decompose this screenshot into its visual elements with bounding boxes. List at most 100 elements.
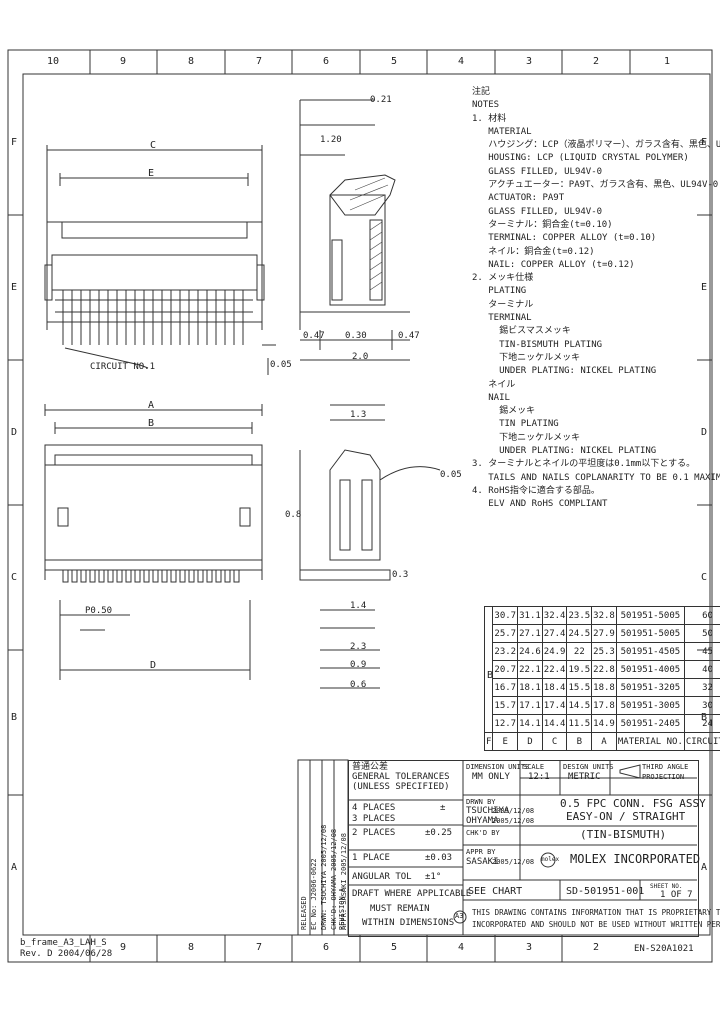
title-line-1: 0.5 FPC CONN. FSG ASSY	[560, 797, 706, 810]
tol-pm: ±	[440, 803, 446, 813]
dim-label: 2.3	[350, 642, 367, 652]
drwn-name: TSUCHIYA	[466, 806, 510, 816]
chart-header-cell: F	[483, 732, 494, 751]
draft-note: DRAFT WHERE APPLICABLE	[352, 889, 472, 899]
revision-entry: CHK'D: OHYAMA 2005/12/08	[330, 828, 338, 930]
row-label-left: E	[11, 282, 18, 293]
tol-025: ±0.25	[425, 828, 453, 838]
note-line: UNDER PLATING: NICKEL PLATING	[472, 446, 657, 457]
appr-label: APPR BY	[466, 848, 496, 856]
three-places: 3 PLACES	[352, 814, 396, 824]
format-size: A3	[455, 912, 464, 920]
circuit-no1-label: CIRCUIT NO.1	[90, 362, 156, 372]
within-dims: WITHIN DIMENSIONS	[362, 918, 455, 928]
frame-name: b_frame_A3_LAH_S	[20, 938, 107, 948]
dim-label-e: E	[148, 168, 155, 179]
sheet-label: SHEET NO.	[650, 883, 683, 890]
drwn-label: DRWN BY	[466, 798, 496, 806]
row-label-right: D	[701, 427, 708, 438]
note-line: GLASS FILLED, UL94V-0	[472, 206, 603, 217]
note-line: TIN-BISMUTH PLATING	[472, 339, 603, 350]
note-line: GLASS FILLED, UL94V-0	[472, 166, 603, 177]
note-line: 3. ターミナルとネイルの平坦度は0.1mm以下とする。	[472, 459, 696, 470]
note-line: アクチュエーター：PA9T、ガラス含有、黒色、UL94V-0	[472, 180, 719, 191]
chart-side-label: B	[487, 670, 494, 681]
tol-003: ±0.03	[425, 853, 453, 863]
sheet-number: 1 OF 7	[660, 890, 693, 900]
dim-label: 0.9	[350, 660, 367, 670]
note-line: NOTES	[472, 100, 500, 111]
dim-label: 2.0	[352, 352, 369, 362]
note-line: TERMINAL: COPPER ALLOY (t=0.10)	[472, 233, 657, 244]
dim-units: MM ONLY	[472, 772, 510, 782]
col-label-top: 4	[458, 56, 465, 67]
dim-units-label: DIMENSION UNITS	[466, 763, 530, 771]
col-label-bottom: 2	[593, 942, 600, 953]
unless-specified: (UNLESS SPECIFIED)	[352, 782, 450, 792]
note-line: TERMINAL	[472, 313, 532, 324]
row-label-left: B	[11, 712, 18, 723]
row-label-left: D	[11, 427, 18, 438]
dim-label: 0.47	[398, 331, 420, 341]
appr-date: 2005/12/08	[492, 858, 535, 866]
row-label-right: C	[701, 572, 708, 583]
design-units-label: DESIGN UNITS	[563, 763, 614, 771]
appr-name: SASAKI	[466, 857, 499, 867]
col-label-top: 7	[256, 56, 263, 67]
note-line: 錫メッキ	[472, 406, 536, 417]
row-label-left: F	[11, 137, 18, 148]
note-line: ACTUATOR: PA9T	[472, 193, 565, 204]
revision-entry: DRWN: TSUCHIYA 2005/12/08	[320, 824, 328, 930]
row-label-left: C	[11, 572, 18, 583]
note-line: ターミナル	[472, 299, 534, 310]
col-label-top: 10	[47, 56, 60, 67]
general-tol-label: GENERAL TOLERANCES	[352, 772, 450, 782]
note-line: 下地ニッケルメッキ	[472, 432, 581, 443]
note-line: 1. 材料	[472, 113, 507, 124]
note-line: 下地ニッケルメッキ	[472, 352, 581, 363]
dim-label: 0.21	[370, 95, 392, 105]
col-label-top: 6	[323, 56, 330, 67]
dim-label: 1.3	[350, 410, 367, 420]
note-line: 2. メッキ仕様	[472, 273, 534, 284]
design-units: METRIC	[568, 772, 601, 782]
title-line-3: (TIN-BISMUTH)	[580, 828, 667, 841]
scale-label: SCALE	[523, 763, 545, 771]
col-label-top: 8	[188, 56, 195, 67]
dim-label: 1.20	[320, 135, 342, 145]
col-label-top: 5	[391, 56, 398, 67]
four-places: 4 PLACES	[352, 803, 396, 813]
title-block	[348, 760, 699, 937]
note-line: ネイル	[472, 379, 516, 390]
col-label-bottom: 3	[526, 942, 533, 953]
revision-entry: EC No: J2006-0622	[310, 858, 318, 930]
revision-label: REVISION A	[338, 887, 346, 930]
frame-revision: Rev. D 2004/06/28	[20, 949, 113, 959]
note-line: UNDER PLATING: NICKEL PLATING	[472, 366, 657, 377]
note-line: NAIL: COPPER ALLOY (t=0.12)	[472, 259, 635, 270]
col-label-top: 1	[664, 56, 671, 67]
angular-tol: ANGULAR TOL	[352, 872, 412, 882]
dim-label: 0.05	[270, 360, 292, 370]
title-line-2: EASY-ON / STRAIGHT	[566, 810, 686, 823]
dim-label: 0.47	[303, 331, 325, 341]
company-name: MOLEX INCORPORATED	[570, 852, 701, 866]
projection-label: THIRD ANGLE PROJECTION	[642, 763, 689, 781]
note-line: ネイル：銅合金(t=0.12)	[472, 246, 595, 257]
note-line: 4. RoHS指令に適合する部品。	[472, 485, 600, 496]
dim-label: 0.8	[285, 510, 302, 520]
note-line: TIN PLATING	[472, 419, 559, 430]
drwn-date: 2005/12/08	[492, 807, 535, 815]
scale: 12:1	[528, 772, 550, 782]
doc-type: SEE CHART	[468, 886, 523, 897]
dim-label: 0.6	[350, 680, 367, 690]
chk-label: CHK'D BY	[466, 829, 500, 837]
col-label-top: 2	[593, 56, 600, 67]
